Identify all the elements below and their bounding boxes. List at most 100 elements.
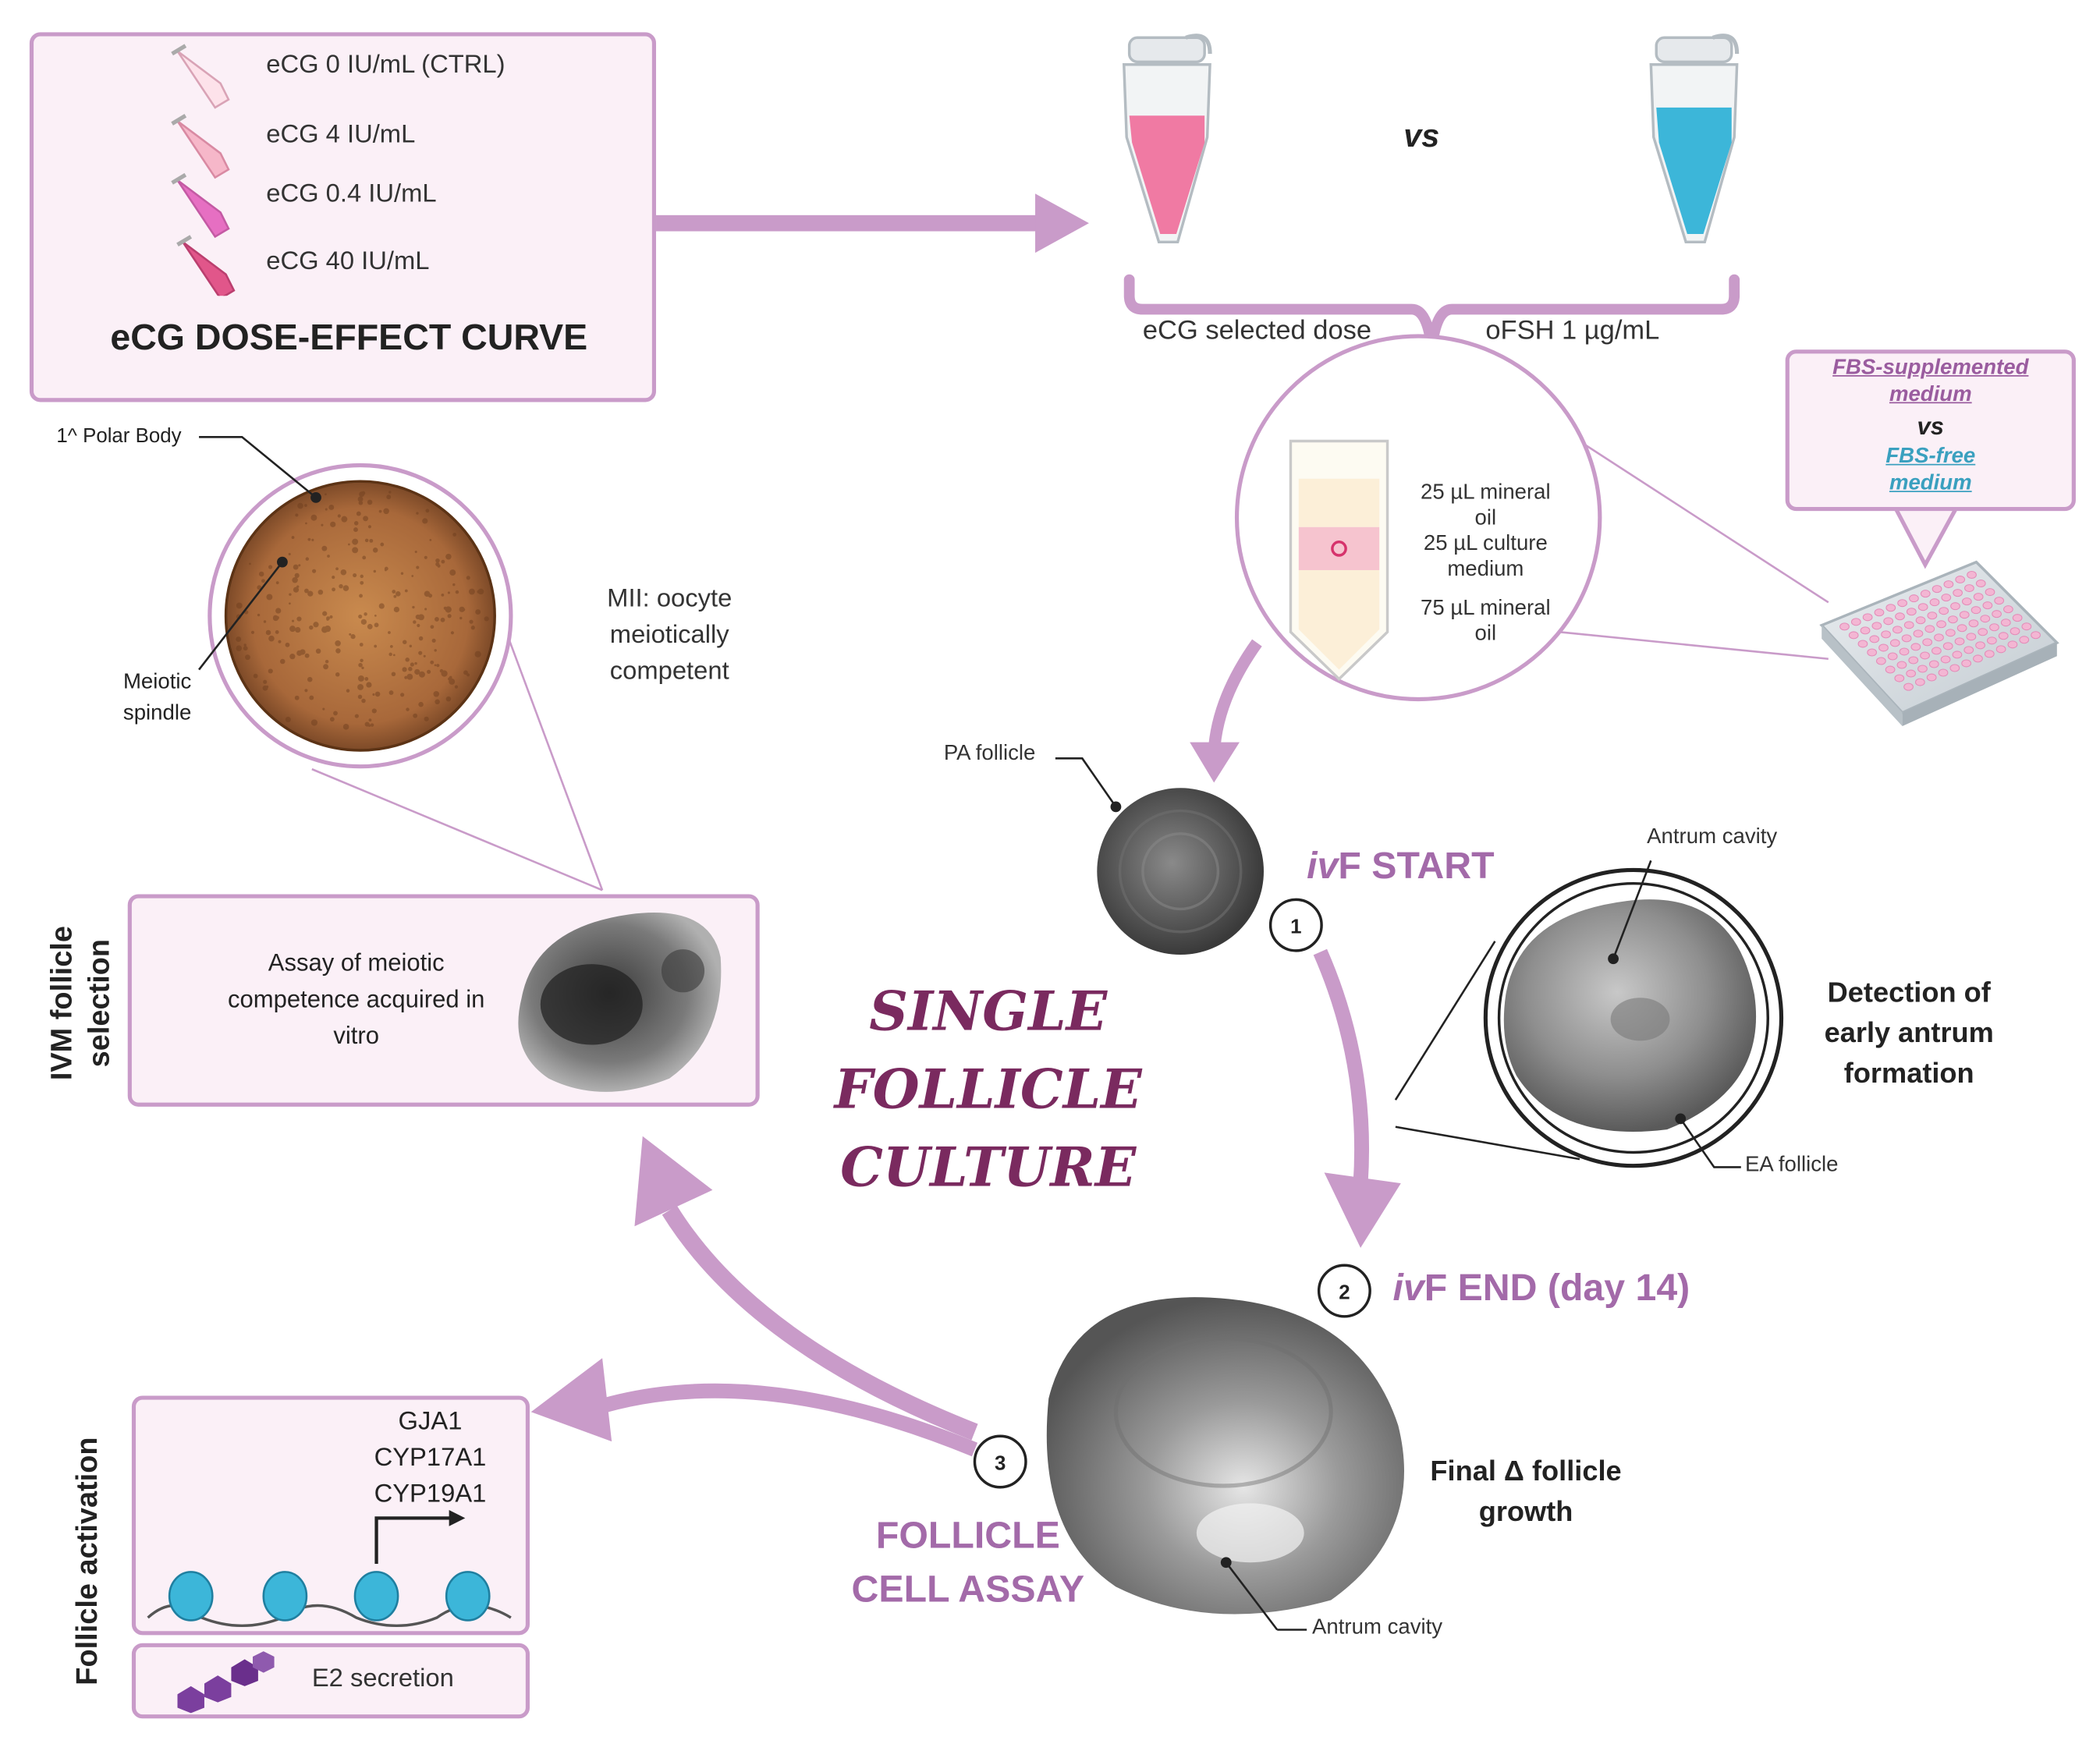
- oocyte-texture-dot: [265, 685, 269, 689]
- plate-well: [1949, 664, 1960, 672]
- oocyte-texture-dot: [243, 646, 248, 651]
- oocyte-texture-dot: [391, 672, 396, 676]
- oocyte-texture-dot: [293, 564, 299, 570]
- oocyte-texture-dot: [373, 569, 377, 573]
- final-antrum-cavity-label: Antrum cavity: [1312, 1616, 1443, 1639]
- plate-well: [1975, 580, 1986, 588]
- oocyte-texture-dot: [304, 689, 308, 693]
- plate-well: [1924, 625, 1935, 633]
- plate-well: [1971, 606, 1981, 615]
- oocyte-texture-dot: [294, 572, 300, 578]
- oocyte-texture-dot: [357, 694, 363, 700]
- plate-well: [1899, 647, 1910, 656]
- oocyte-texture-dot: [384, 569, 387, 572]
- oocyte-texture-dot: [249, 562, 251, 565]
- oocyte-texture-dot: [309, 625, 314, 630]
- oocyte-texture-dot: [367, 623, 373, 629]
- plate-well: [1943, 580, 1954, 589]
- oocyte-texture-dot: [353, 527, 358, 533]
- oocyte-texture-dot: [412, 605, 415, 609]
- oocyte-texture-dot: [439, 668, 444, 673]
- oocyte-texture-dot: [272, 615, 279, 622]
- plate-well: [1926, 673, 1937, 682]
- oocyte-texture-dot: [304, 653, 310, 658]
- plate-well: [1982, 601, 1993, 610]
- oocyte-texture-dot: [363, 516, 369, 522]
- plate-well: [1963, 646, 1974, 654]
- ivf-end-prefix: iv: [1392, 1267, 1424, 1309]
- layer2-line-b: medium: [1447, 558, 1524, 581]
- gene-cyp19a1: CYP19A1: [374, 1480, 487, 1509]
- oocyte-texture-dot: [236, 636, 242, 643]
- oocyte-texture-dot: [364, 538, 369, 543]
- mii-label: MII: oocyte meiotically competent: [578, 581, 761, 690]
- plate-well: [1966, 633, 1977, 641]
- oocyte-texture-dot: [342, 585, 349, 591]
- oocyte-texture-dot: [404, 589, 408, 593]
- oocyte-texture-dot: [455, 590, 459, 594]
- plate-well: [1955, 576, 1966, 584]
- ivm-side-line-a: IVM follicle: [44, 926, 78, 1081]
- oocyte-texture-dot: [435, 558, 440, 563]
- oocyte-texture-dot: [385, 510, 389, 514]
- transcription-arrow-icon: [374, 1516, 452, 1565]
- plate-well: [1917, 665, 1928, 673]
- oocyte-texture-dot: [261, 579, 265, 583]
- oocyte-texture-dot: [335, 648, 341, 654]
- oocyte-texture-dot: [466, 576, 470, 580]
- oocyte-texture-dot: [350, 634, 356, 640]
- ivf-start-prefix: iv: [1307, 844, 1339, 887]
- plate-well: [1894, 674, 1905, 682]
- oocyte-texture-dot: [463, 670, 468, 675]
- detection-line-a: Detection of: [1827, 977, 1991, 1008]
- plate-well: [1901, 634, 1912, 643]
- oocyte-texture-dot: [386, 494, 392, 500]
- tube-0-4iu-icon: [171, 172, 230, 239]
- oocyte-texture-dot: [266, 594, 273, 601]
- oocyte-texture-dot: [275, 608, 282, 614]
- oocyte-texture-dot: [378, 603, 385, 609]
- plate-well: [1961, 597, 1972, 606]
- oocyte-texture-dot: [423, 654, 426, 658]
- growth-line-b: growth: [1478, 1496, 1573, 1528]
- oocyte-texture-dot: [415, 614, 420, 620]
- meiotic-spindle-label: Meiotic spindle: [100, 667, 215, 728]
- oocyte-texture-dot: [335, 640, 341, 647]
- plate-well: [2007, 640, 2018, 649]
- oocyte-texture-dot: [441, 670, 448, 677]
- oocyte-texture-dot: [353, 572, 357, 578]
- oocyte-texture-dot: [321, 545, 328, 551]
- ivf-start-rest: F START: [1338, 844, 1495, 887]
- oocyte-texture-dot: [449, 675, 452, 679]
- medium-vs: vs: [1917, 413, 1945, 440]
- plate-well: [2010, 627, 2020, 636]
- dose-effect-box: [29, 32, 657, 402]
- oocyte-texture-dot: [396, 591, 401, 597]
- oocyte-texture-dot: [419, 671, 425, 678]
- oocyte-texture-dot: [358, 501, 364, 505]
- oocyte-texture-dot: [417, 614, 424, 621]
- oocyte-texture-dot: [294, 695, 300, 700]
- plate-well: [1862, 613, 1873, 622]
- oocyte-texture-dot: [312, 569, 317, 573]
- layer3-line-b: oil: [1474, 622, 1497, 646]
- gene-cyp17a1: CYP17A1: [374, 1444, 487, 1473]
- dose-tubes: [171, 44, 236, 296]
- oocyte-texture-dot: [380, 542, 385, 547]
- plate-well: [1910, 643, 1921, 651]
- fbs-supplemented-line1: FBS-supplemented: [1832, 356, 2029, 380]
- oocyte-texture-dot: [335, 672, 340, 677]
- title-line-follicle: FOLLICLE: [834, 1058, 1142, 1122]
- oocyte-texture-dot: [321, 523, 324, 526]
- oocyte-texture-dot: [459, 616, 463, 620]
- plate-well: [1892, 626, 1903, 634]
- oocyte-texture-dot: [454, 685, 458, 689]
- oocyte-texture-dot: [278, 640, 282, 643]
- oocyte-texture-dot: [422, 518, 428, 524]
- plate-well: [1998, 632, 2009, 640]
- oocyte-texture-dot: [330, 521, 336, 527]
- ivf-end-rest: F END (day 14): [1424, 1267, 1690, 1309]
- plate-well: [1903, 621, 1914, 629]
- oocyte-texture-dot: [339, 583, 343, 589]
